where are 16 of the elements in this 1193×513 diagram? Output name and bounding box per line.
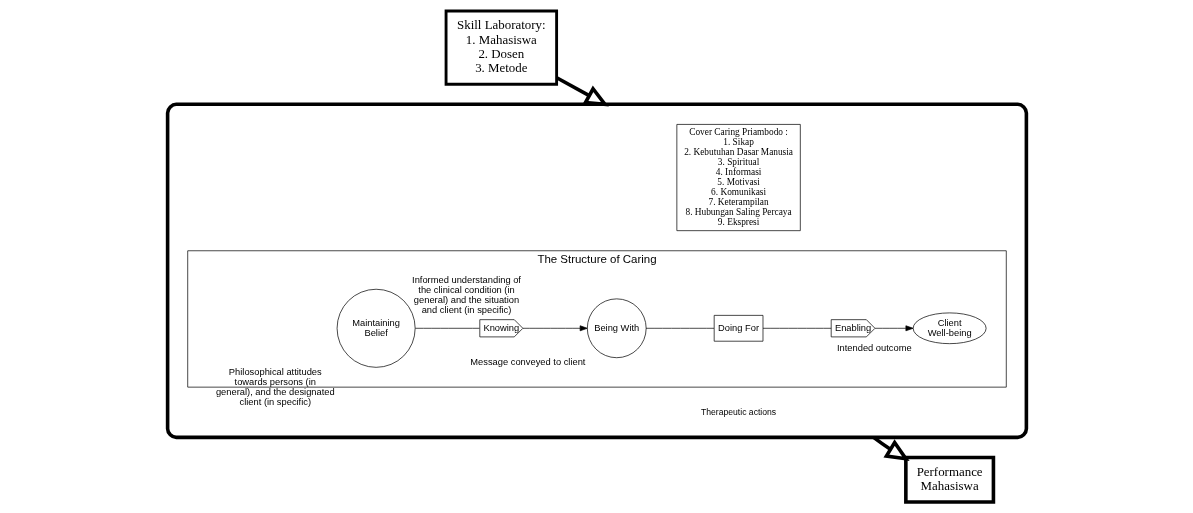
label: Therapeutic actions (700, 406, 776, 417)
node-circle: Being With (586, 298, 646, 359)
node-box: Skill Laboratory: 1. Mahasiswa 2. Dosen 3. Metode (444, 9, 558, 86)
connector (645, 327, 714, 329)
node-box: Cover Caring Priambodo : 1. Sikap 2. Kebutuhan Dasar Manusia 3. Spiritual 4. Informasi 5. Motivasi 6. Komunikasi 7. Keterampilan 8. Hubungan Saling Percaya 9. Ekspresi (676, 124, 801, 231)
node-label: Intended outcome (836, 342, 912, 353)
node-label: Message conveyed to client (469, 357, 585, 367)
arrow (874, 325, 913, 332)
node-label: Philosophical attitudes towards persons (in general), and the designated client (in specific) (215, 366, 335, 407)
cluster (165, 102, 1028, 440)
arrow (555, 76, 609, 107)
node-box: Doing For (713, 315, 763, 342)
arrow (522, 325, 588, 332)
node-box: Performance Mahasiswa (903, 455, 995, 504)
connector (762, 327, 832, 329)
node-ellipse: Client Well-being (912, 312, 986, 345)
